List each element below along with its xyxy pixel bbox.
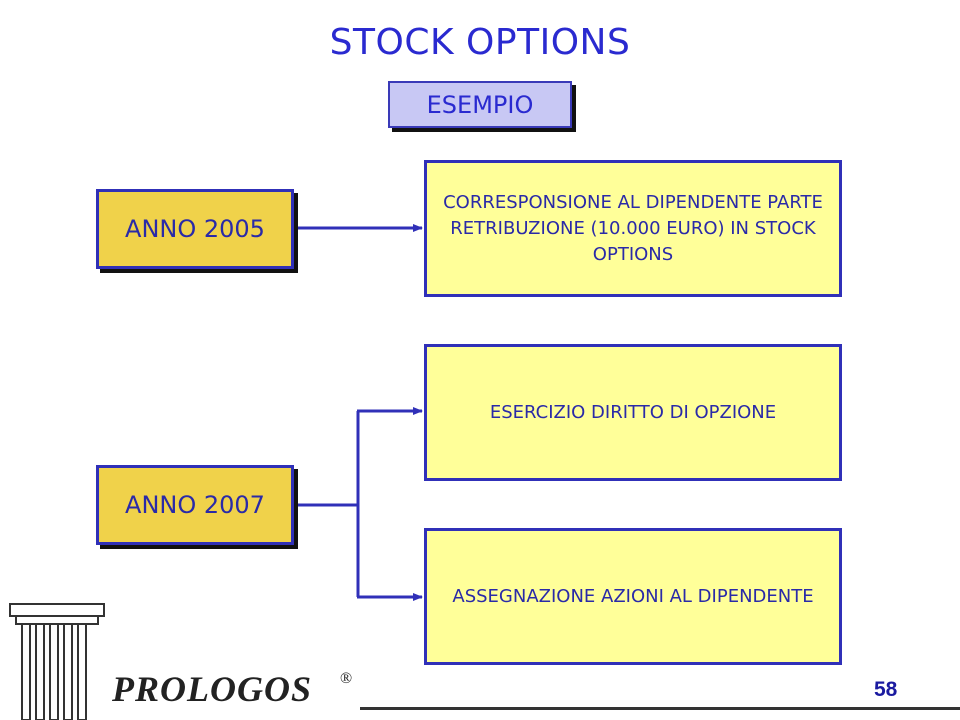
year-2005-label: ANNO 2005: [125, 215, 265, 243]
share-assignment-text: ASSEGNAZIONE AZIONI AL DIPENDENTE: [452, 585, 814, 607]
column-logo-icon: [9, 603, 105, 720]
year-2007-box: ANNO 2007: [96, 465, 294, 545]
year-2005-box: ANNO 2005: [96, 189, 294, 269]
prologos-logo: PROLOGOS: [112, 669, 313, 709]
example-label-box: ESEMPIO: [388, 81, 572, 128]
registered-mark: ®: [340, 670, 353, 687]
slide-title: STOCK OPTIONS: [329, 22, 631, 63]
year-2007-label: ANNO 2007: [125, 491, 265, 519]
exercise-option-text: ESERCIZIO DIRITTO DI OPZIONE: [489, 401, 777, 423]
example-label: ESEMPIO: [426, 90, 534, 119]
compensation-box: CORRESPONSIONE AL DIPENDENTE PARTE RETRI…: [424, 160, 842, 297]
compensation-text: CORRESPONSIONE AL DIPENDENTE PARTE RETRI…: [443, 191, 823, 265]
share-assignment-box: ASSEGNAZIONE AZIONI AL DIPENDENTE: [424, 528, 842, 665]
page-number: 58: [874, 678, 898, 701]
footer-rule: [360, 707, 960, 710]
exercise-option-box: ESERCIZIO DIRITTO DI OPZIONE: [424, 344, 842, 481]
